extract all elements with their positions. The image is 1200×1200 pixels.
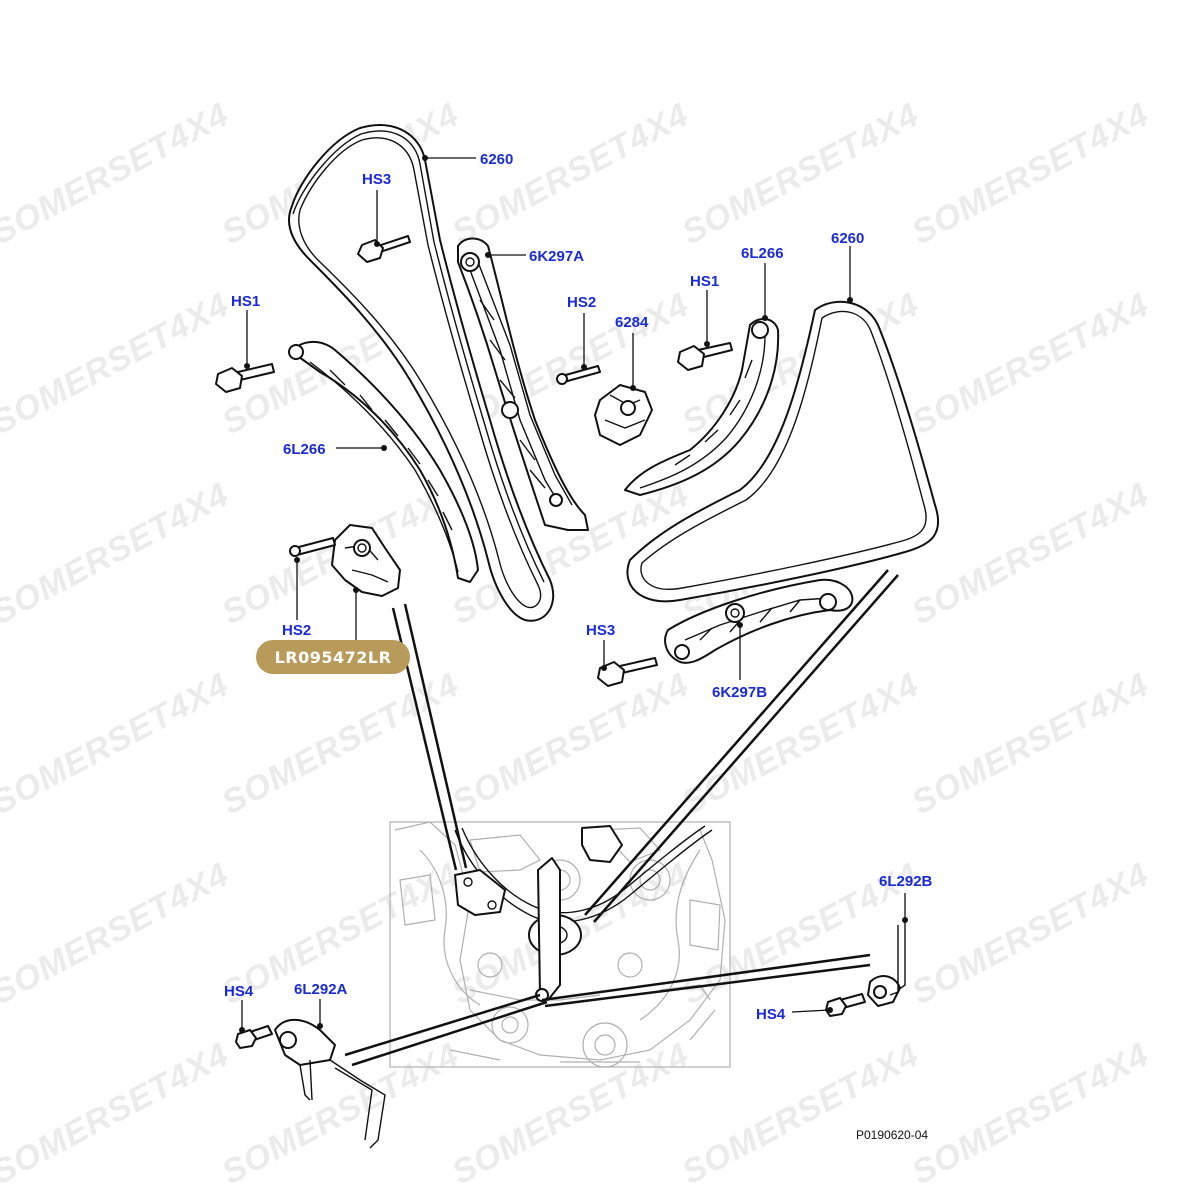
watermark: SOMERSET4X4 xyxy=(906,475,1155,632)
projection-lines xyxy=(344,569,899,1067)
label-6l292a: 6L292A xyxy=(294,981,348,998)
bolt-hs4-right xyxy=(825,993,866,1017)
oil-jet-6l292b xyxy=(867,920,906,1007)
watermark: SOMERSET4X4 xyxy=(446,95,695,252)
badge-label: LR095472LR xyxy=(275,648,392,667)
label-6l266-right: 6L266 xyxy=(741,245,784,262)
label-hs4-left: HS4 xyxy=(224,983,254,1000)
chain-tensioner-lr095472lr xyxy=(331,524,401,597)
watermark: SOMERSET4X4 xyxy=(906,665,1155,822)
label-hs2-center: HS2 xyxy=(567,294,596,311)
callouts: 6260 HS3 6K297A HS2 6284 HS1 6L266 6260 xyxy=(224,151,933,1142)
timing-chain-right xyxy=(626,300,940,603)
chain-guide-6l266-right xyxy=(624,318,780,496)
label-hs4-right: HS4 xyxy=(756,1006,786,1023)
watermark: SOMERSET4X4 xyxy=(216,1035,465,1192)
badge-background xyxy=(256,640,410,674)
watermark: SOMERSET4X4 xyxy=(446,1035,695,1192)
watermark: SOMERSET4X4 xyxy=(676,1035,925,1192)
label-6260-right: 6260 xyxy=(831,230,864,247)
watermark: SOMERSET4X4 xyxy=(906,855,1155,1012)
label-6l266-left: 6L266 xyxy=(283,441,326,458)
watermark: SOMERSET4X4 xyxy=(906,1035,1155,1192)
bolt-hs4-left xyxy=(235,1025,273,1049)
label-6284: 6284 xyxy=(615,314,649,331)
reference-code: P0190620-04 xyxy=(856,1128,928,1142)
label-hs1-right: HS1 xyxy=(690,273,719,290)
chain-guide-6k297a xyxy=(457,237,589,531)
bolt-hs1-left xyxy=(215,363,275,393)
engine-block-illustration xyxy=(389,821,731,1068)
timing-chain-left xyxy=(288,124,555,622)
bolt-hs2-left xyxy=(289,537,336,557)
label-6260-left: 6260 xyxy=(480,151,513,168)
chain-guide-6k297b xyxy=(664,578,854,664)
label-hs3-top: HS3 xyxy=(362,171,391,188)
label-hs2-left: HS2 xyxy=(282,622,311,639)
label-hs3-bottom: HS3 xyxy=(586,622,615,639)
watermark: SOMERSET4X4 xyxy=(0,855,235,1012)
bolt-hs3-bottom xyxy=(597,657,658,687)
watermark: SOMERSET4X4 xyxy=(906,95,1155,252)
chain-guide-6l266-left xyxy=(288,341,479,583)
chain-tensioner-6284 xyxy=(594,384,653,446)
label-hs1-left: HS1 xyxy=(231,293,260,310)
watermark: SOMERSET4X4 xyxy=(0,1035,235,1192)
part-number-badge[interactable]: LR095472LR xyxy=(256,640,410,674)
watermark: SOMERSET4X4 xyxy=(446,665,695,822)
watermark: SOMERSET4X4 xyxy=(676,95,925,252)
oil-jet-6l292a xyxy=(274,1018,386,1149)
watermark: SOMERSET4X4 xyxy=(0,95,235,252)
watermark: SOMERSET4X4 xyxy=(0,665,235,822)
watermark: SOMERSET4X4 xyxy=(0,285,235,442)
label-6k297b: 6K297B xyxy=(712,684,767,701)
label-6k297a: 6K297A xyxy=(529,248,584,265)
bolt-hs1-right xyxy=(677,342,733,371)
watermark: SOMERSET4X4 xyxy=(0,475,235,632)
label-6l292b: 6L292B xyxy=(879,873,933,890)
watermark: SOMERSET4X4 xyxy=(216,665,465,822)
watermark: SOMERSET4X4 xyxy=(906,285,1155,442)
bolt-hs2-center xyxy=(556,365,601,385)
